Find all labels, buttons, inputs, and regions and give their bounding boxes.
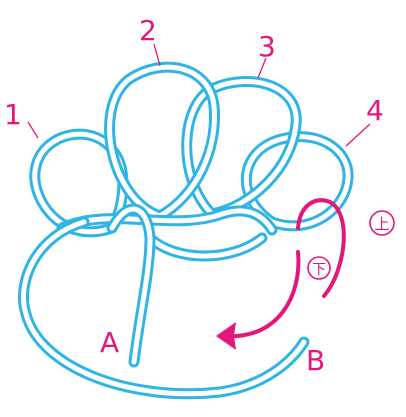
loop-4-label: 4	[366, 94, 384, 127]
over-text: 上	[374, 215, 389, 233]
end-b-label: B	[306, 344, 325, 377]
loop-3-label: 3	[258, 30, 276, 63]
loop-2-label: 2	[139, 14, 157, 47]
over-marker: 上	[370, 211, 394, 235]
end-a-label: A	[100, 326, 119, 359]
under-text: 下	[312, 262, 326, 278]
loop-1-label: 1	[4, 98, 22, 131]
loop-3	[187, 81, 297, 214]
under-marker: 下	[308, 257, 330, 279]
